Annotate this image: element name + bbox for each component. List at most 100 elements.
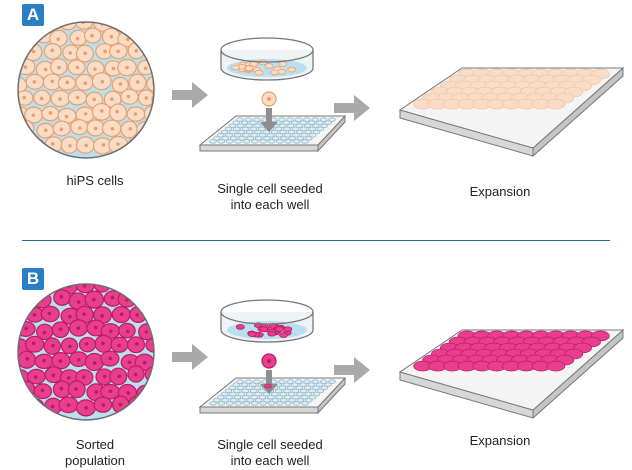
b-seed-well xyxy=(284,401,292,406)
b-seed-well xyxy=(303,379,311,384)
a-cell xyxy=(146,76,154,92)
b-cell xyxy=(111,284,131,292)
b-cell xyxy=(153,263,171,278)
b-dish-cell xyxy=(275,326,284,332)
b-seed-well xyxy=(295,385,303,391)
a-nucleus xyxy=(32,80,37,84)
a-nucleus xyxy=(159,126,163,130)
a-nucleus xyxy=(133,112,138,116)
b-cell xyxy=(139,262,156,276)
a-nucleus xyxy=(57,65,61,70)
b-nucleus xyxy=(159,388,163,392)
a-cell xyxy=(18,27,19,44)
b-cell xyxy=(145,284,154,293)
b-nucleus xyxy=(25,356,30,361)
b-seed-well xyxy=(263,398,271,403)
a-nucleus xyxy=(90,33,94,38)
a-dish-cell xyxy=(254,69,264,76)
b-seed-well xyxy=(245,391,254,397)
a-nucleus xyxy=(6,97,10,101)
a-nucleus xyxy=(120,22,124,24)
b-seed-well xyxy=(254,398,263,403)
b-cell xyxy=(18,397,30,413)
b-seed-well xyxy=(236,385,245,391)
b-seed-well xyxy=(291,388,300,394)
a-seed-well xyxy=(274,126,283,132)
a-arrow-down xyxy=(260,108,278,132)
b-seed-well xyxy=(274,388,283,394)
b-seed-well xyxy=(319,379,328,384)
a-nucleus xyxy=(93,67,97,71)
b-seed-well xyxy=(254,391,262,397)
b-dish-cell xyxy=(279,332,288,338)
a-nucleus xyxy=(75,95,80,100)
a-nucleus xyxy=(143,66,148,71)
a-seed-well xyxy=(299,126,308,132)
a-seed-well xyxy=(296,136,305,141)
b-seed-well xyxy=(278,379,286,384)
b-seed-well xyxy=(251,401,259,406)
a-seed-well xyxy=(238,136,246,141)
b-seed-well xyxy=(209,401,217,406)
a-cell xyxy=(0,75,11,90)
b-seed-well xyxy=(258,394,267,400)
b-nucleus xyxy=(145,296,149,301)
b-nucleus xyxy=(135,342,139,346)
b-nucleus xyxy=(51,373,56,378)
a-seed-well xyxy=(328,117,336,122)
b-seed-well xyxy=(233,394,242,400)
b-seed-well xyxy=(253,379,261,384)
a-nucleus xyxy=(39,96,44,101)
a-nucleus xyxy=(150,112,154,116)
a-nucleus xyxy=(111,66,116,71)
a-seed-well xyxy=(279,129,287,135)
a-seed-well xyxy=(275,132,283,138)
b-seed-well xyxy=(275,394,283,400)
a-cell xyxy=(87,0,104,14)
a-nucleus xyxy=(161,4,165,8)
b-cell xyxy=(152,351,154,369)
a-seed-well xyxy=(236,123,245,129)
a-nucleus xyxy=(83,112,88,116)
b-seed-well xyxy=(237,391,246,397)
a-cell xyxy=(52,0,69,14)
b-seed-well xyxy=(296,391,304,397)
b-nucleus xyxy=(162,358,166,362)
a-cell xyxy=(18,119,35,138)
a-dish-cell xyxy=(270,69,280,76)
b-seed-well xyxy=(287,391,296,397)
b-nucleus xyxy=(101,403,106,407)
b-nucleus xyxy=(58,327,63,331)
a-nucleus xyxy=(100,79,105,84)
b-nucleus xyxy=(117,343,121,348)
a-nucleus xyxy=(75,65,80,70)
b-seed-well xyxy=(316,382,324,387)
panel-a-expansion-label: Expansion xyxy=(469,184,531,199)
b-nucleus xyxy=(109,329,113,334)
b-nucleus xyxy=(23,386,28,391)
a-nucleus xyxy=(23,127,27,131)
b-seed-well xyxy=(282,382,291,387)
a-nucleus xyxy=(162,67,166,71)
a-cell xyxy=(74,22,94,30)
b-seed-well xyxy=(229,391,237,397)
a-nucleus xyxy=(92,97,96,102)
b-seed-well xyxy=(267,394,275,400)
a-nucleus xyxy=(135,22,139,25)
a-nucleus xyxy=(50,22,55,25)
b-nucleus xyxy=(144,330,149,334)
b-seed-well xyxy=(259,401,267,406)
b-nucleus xyxy=(57,268,61,272)
b-cell xyxy=(126,284,145,293)
b-seed-well xyxy=(286,379,294,384)
b-nucleus xyxy=(161,298,165,302)
b-seed-well xyxy=(279,398,288,403)
a-seed-well xyxy=(276,139,284,144)
a-nucleus xyxy=(50,48,55,53)
a-cell xyxy=(146,43,154,59)
b-cell xyxy=(103,263,119,277)
b-seed-well xyxy=(316,388,325,394)
b-nucleus xyxy=(31,341,36,346)
b-cell xyxy=(0,308,11,325)
a-cell xyxy=(0,108,12,123)
